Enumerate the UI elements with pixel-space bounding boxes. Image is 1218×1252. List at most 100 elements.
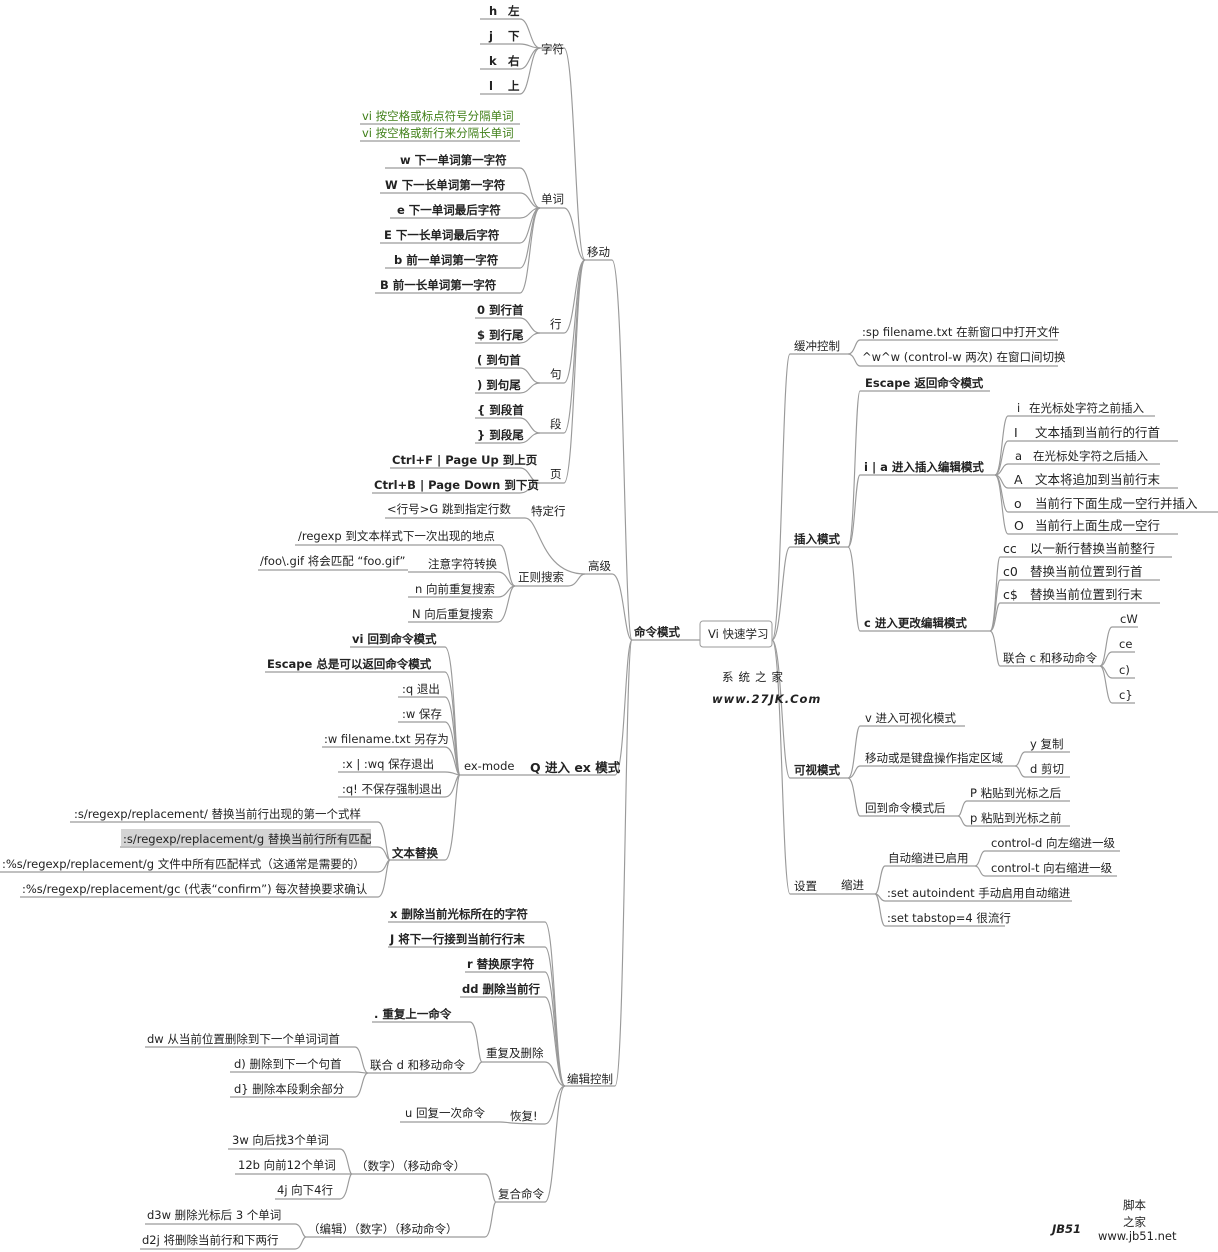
ia-key: o <box>1014 496 1022 511</box>
ia-desc: 文本插到当前行的行首 <box>1035 425 1160 440</box>
num-move-item: 4j 向下4行 <box>277 1183 333 1197</box>
node-select-area[interactable]: 移动或是键盘操作指定区域 <box>865 751 1003 765</box>
specific-line-item: <行号>G 跳到指定行数 <box>387 502 511 516</box>
node-edit-control[interactable]: 编辑控制 <box>567 1072 613 1086</box>
branch-insert-mode[interactable]: 插入模式 <box>794 532 840 546</box>
ex-item: :x | :wq 保存退出 <box>342 757 434 771</box>
node-combine-c[interactable]: 联合 c 和移动命令 <box>1003 651 1098 665</box>
c-key: cc <box>1003 541 1017 556</box>
combine-c-item: ce <box>1119 637 1132 651</box>
combine-c-item: c) <box>1119 663 1130 677</box>
node-line[interactable]: 行 <box>550 317 562 331</box>
word-item: e 下一单词最后字符 <box>397 203 501 217</box>
node-change-mode[interactable]: c 进入更改编辑模式 <box>864 616 967 630</box>
subst-item: :s/regexp/replacement/ 替换当前行出现的第一个式样 <box>74 807 361 821</box>
branch-settings[interactable]: 设置 <box>794 879 817 893</box>
node-regex-search[interactable]: 正则搜索 <box>518 570 564 584</box>
regex-item: N 向后重复搜索 <box>412 607 493 621</box>
connector-lines <box>0 18 1218 1250</box>
node-edit-num-move[interactable]: （编辑）（数字）（移动命令） <box>308 1222 458 1236</box>
logo-mark: JB51 <box>1050 1222 1081 1236</box>
node-back-to-cmd[interactable]: 回到命令模式后 <box>865 801 946 815</box>
select-area-item: d 剪切 <box>1030 762 1064 776</box>
combine-c-item: cW <box>1120 612 1138 626</box>
char-j-key: j <box>488 29 493 43</box>
node-advanced[interactable]: 高级 <box>588 559 611 573</box>
word-item: W 下一长单词第一字符 <box>385 178 506 192</box>
combine-d-item: d} 删除本段剩余部分 <box>234 1082 345 1096</box>
page-item: Ctrl+F | Page Up 到上页 <box>392 453 538 467</box>
node-insert-ia[interactable]: i | a 进入插入编辑模式 <box>864 460 984 474</box>
line-item: 0 到行首 <box>477 303 524 317</box>
branch-command-mode[interactable]: 命令模式 <box>633 625 680 639</box>
node-paragraph[interactable]: 段 <box>550 417 562 431</box>
ex-item: vi 回到命令模式 <box>352 632 437 646</box>
node-page[interactable]: 页 <box>550 467 562 481</box>
node-escape-chars[interactable]: 注意字符转换 <box>428 557 497 571</box>
branch-ex-mode[interactable]: Q 进入 ex 模式 <box>530 760 621 775</box>
word-item: b 前一单词第一字符 <box>394 253 499 267</box>
char-h-key: h <box>489 4 497 18</box>
word-item: E 下一长单词最后字符 <box>384 228 500 242</box>
logo-cn-1: 脚本 <box>1123 1198 1146 1212</box>
branch-buffer[interactable]: 缓冲控制 <box>794 339 840 353</box>
c-key: c$ <box>1003 587 1018 602</box>
node-indent[interactable]: 缩进 <box>841 878 864 892</box>
root-label: Vi 快速学习 <box>708 627 768 641</box>
c-desc: 替换当前位置到行末 <box>1030 587 1143 602</box>
paragraph-item: { 到段首 <box>477 403 524 417</box>
back-item: p 粘贴到光标之前 <box>970 811 1061 825</box>
subst-item: :%s/regexp/replacement/g 文件中所有匹配样式（这通常是需… <box>2 857 365 871</box>
node-char[interactable]: 字符 <box>541 42 564 56</box>
ia-key: A <box>1014 472 1023 487</box>
word-item: B 前一长单词第一字符 <box>380 278 497 292</box>
node-specific-line[interactable]: 特定行 <box>531 504 566 518</box>
ex-item: Escape 总是可以返回命令模式 <box>267 657 432 671</box>
auto-indent-item: control-d 向左缩进一级 <box>991 836 1115 850</box>
edit-num-move-item: d2j 将删除当前行和下两行 <box>142 1233 278 1247</box>
undo-item: u 回复一次命令 <box>405 1106 485 1120</box>
buffer-item: ^w^w (control-w 两次) 在窗口间切换 <box>862 350 1066 364</box>
node-auto-indent[interactable]: 自动缩进已启用 <box>888 851 969 865</box>
subst-highlight <box>121 829 371 846</box>
node-compound[interactable]: 复合命令 <box>498 1187 544 1201</box>
node-move[interactable]: 移动 <box>587 245 610 259</box>
visual-enter: v 进入可视化模式 <box>865 711 956 725</box>
paragraph-item: } 到段尾 <box>477 428 524 442</box>
node-text-replace[interactable]: 文本替换 <box>392 846 438 860</box>
ia-key: I <box>1014 425 1018 440</box>
root-node[interactable]: Vi 快速学习 <box>699 620 773 648</box>
char-l-desc: 上 <box>508 79 520 93</box>
back-item: P 粘贴到光标之后 <box>970 786 1061 800</box>
node-combine-d[interactable]: 联合 d 和移动命令 <box>370 1058 466 1072</box>
ia-key: O <box>1014 518 1024 533</box>
ia-desc: 当前行上面生成一空行 <box>1035 518 1160 533</box>
branch-visual-mode[interactable]: 可视模式 <box>794 763 840 777</box>
escape-item: /foo\.gif 将会匹配 “foo.gif” <box>260 554 405 568</box>
edit-item: dd 删除当前行 <box>462 982 540 996</box>
sentence-item: ) 到句尾 <box>477 378 521 392</box>
num-move-item: 12b 向前12个单词 <box>238 1158 336 1172</box>
ia-desc: 当前行下面生成一空行并插入 <box>1035 496 1198 511</box>
node-ex-mode[interactable]: ex-mode <box>464 759 514 773</box>
node-undo[interactable]: 恢复! <box>510 1109 538 1123</box>
auto-indent-item: control-t 向右缩进一级 <box>991 861 1113 875</box>
edit-num-move-item: d3w 删除光标后 3 个单词 <box>147 1208 281 1222</box>
node-sentence[interactable]: 句 <box>550 367 562 381</box>
word-item: w 下一单词第一字符 <box>400 153 507 167</box>
watermark-title: 系统之家 <box>722 670 788 684</box>
select-area-item: y 复制 <box>1030 737 1063 751</box>
ia-key: i <box>1017 401 1020 415</box>
buffer-item: :sp filename.txt 在新窗口中打开文件 <box>862 325 1060 339</box>
jb51-logo: JB51 脚本 之家 www.jb51.net <box>1050 1198 1177 1243</box>
node-num-move[interactable]: （数字）（移动命令） <box>356 1159 465 1173</box>
ex-item: :w filename.txt 另存为 <box>324 732 449 746</box>
edit-item: r 替换原字符 <box>467 957 535 971</box>
char-j-desc: 下 <box>508 29 520 43</box>
char-h-desc: 左 <box>507 4 520 18</box>
regex-item: /regexp 到文本样式下一次出现的地点 <box>298 529 495 543</box>
node-word[interactable]: 单词 <box>541 192 564 206</box>
insert-escape: Escape 返回命令模式 <box>865 376 984 390</box>
node-repeat-delete[interactable]: 重复及删除 <box>486 1046 544 1060</box>
